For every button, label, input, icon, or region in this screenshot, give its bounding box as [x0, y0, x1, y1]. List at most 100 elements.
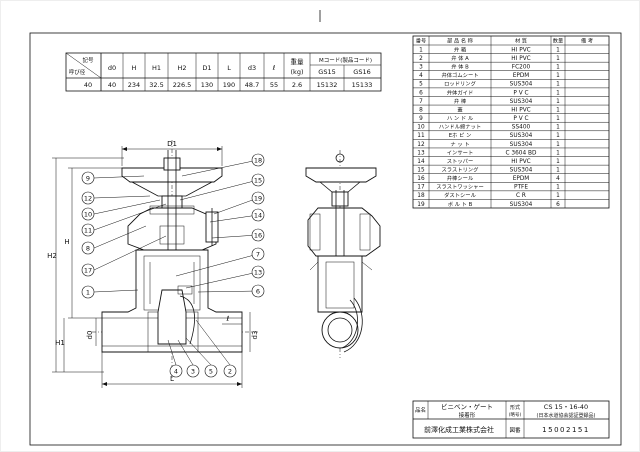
parts-cell-material: EPDM [513, 73, 530, 79]
frame-border [29, 32, 622, 446]
title-type-label: 形式 [510, 404, 520, 411]
parts-cell-qty: 1 [556, 90, 560, 96]
title-name-label: 品名 [415, 406, 426, 414]
parts-cell-material: PTFE [514, 185, 528, 191]
parts-cell-name: ハ ン ド ル [447, 116, 474, 122]
balloon-5: 5 [209, 368, 213, 376]
cell-H1: 32.5 [149, 81, 163, 89]
parts-cell-no: 4 [419, 73, 423, 79]
parts-cell-name: ロッドリング [444, 80, 476, 88]
cell-d0: 40 [108, 81, 116, 89]
cell-L: 190 [223, 81, 235, 89]
parts-cell-qty: 1 [556, 193, 560, 199]
parts-cell-qty: 4 [556, 176, 560, 182]
balloon-13: 13 [254, 269, 262, 277]
balloon-11: 11 [84, 227, 92, 235]
parts-cell-no: 6 [419, 90, 423, 96]
parts-cell-material: SUS304 [510, 99, 533, 105]
balloon-18: 18 [254, 157, 262, 165]
balloon-10: 10 [84, 211, 92, 219]
parts-cell-no: 17 [417, 185, 425, 191]
part-balloons: 9 12 10 11 8 17 1 18 15 19 14 16 7 13 6 … [81, 153, 265, 378]
dim-H2: H2 [47, 252, 57, 260]
title-drawing-no: 15002151 [542, 426, 590, 434]
header-size: 呼び径 [69, 68, 86, 76]
parts-cell-no: 15 [417, 168, 425, 174]
valve-side-view [305, 150, 381, 358]
col-gs16: GS16 [353, 68, 370, 76]
parts-cell-no: 19 [417, 202, 425, 208]
parts-cell-material: HI PVC [511, 47, 530, 53]
balloon-9: 9 [86, 175, 90, 183]
parts-cell-qty: 6 [556, 202, 560, 208]
parts-header-remarks: 備 考 [581, 37, 593, 45]
parts-cell-material: HI PVC [511, 56, 530, 62]
parts-cell-no: 13 [417, 150, 425, 156]
cell-gs15: 15132 [317, 81, 338, 89]
parts-cell-qty: 1 [556, 185, 560, 191]
parts-cell-qty: 1 [556, 73, 560, 79]
parts-cell-no: 2 [419, 56, 423, 62]
cell-d3: 48.7 [245, 81, 259, 89]
parts-cell-name: 弁体ゴムシート [441, 71, 478, 79]
parts-cell-qty: 1 [556, 168, 560, 174]
dim-H: H [64, 238, 69, 246]
parts-cell-name: ナ ッ ト [450, 141, 469, 148]
parts-cell-material: SUS304 [510, 142, 533, 148]
parts-cell-name: 弁 箱 [454, 45, 467, 53]
parts-cell-material: SS400 [512, 125, 531, 131]
side-pipe-port [321, 311, 359, 349]
parts-cell-name: スラストワッシャー [436, 184, 484, 191]
parts-cell-no: 12 [417, 142, 425, 148]
parts-cell-material: SUS304 [510, 133, 533, 139]
balloon-17: 17 [84, 267, 92, 275]
title-type-label-sub: (略号) [509, 411, 522, 418]
parts-header-material: 材 質 [515, 37, 527, 45]
parts-cell-qty: 1 [556, 99, 560, 105]
dimension-lines: D1 H2 H H1 L ℓ d3 d0 [47, 140, 259, 388]
parts-cell-name: 弁 体 B [451, 63, 469, 71]
balloon-12: 12 [84, 195, 92, 203]
cell-D1: 130 [201, 81, 213, 89]
cell-H2: 226.5 [173, 81, 192, 89]
parts-cell-material: C 3604 BD [506, 150, 537, 156]
parts-cell-no: 8 [419, 107, 423, 113]
parts-cell-material: EPDM [513, 176, 530, 182]
title-type-value: CS 15・16-40 [544, 403, 588, 411]
title-type-sub: (日本水道協会認証登録品) [537, 412, 596, 419]
cell-H: 234 [128, 81, 140, 89]
handwheel-shape [121, 167, 223, 183]
parts-cell-qty: 1 [556, 159, 560, 165]
parts-cell-name: インサート [447, 149, 474, 156]
col-H1: H1 [152, 64, 161, 72]
valve-section-view [92, 140, 258, 378]
parts-cell-name: 弁棒シール [447, 174, 474, 182]
balloon-6: 6 [256, 288, 260, 296]
parts-cell-name: 弁体ガイド [447, 88, 474, 96]
balloon-8: 8 [86, 245, 90, 253]
parts-cell-name: ハンドル締ナット [439, 123, 481, 131]
m-code-title: Mコード(製品コード) [319, 56, 372, 64]
parts-cell-no: 11 [417, 133, 425, 139]
parts-cell-no: 5 [419, 82, 423, 88]
parts-cell-qty: 1 [556, 125, 560, 131]
parts-cell-name: 蓋 [457, 105, 463, 113]
balloon-19: 19 [254, 195, 262, 203]
title-product-name: ビニベン・ゲート [441, 402, 493, 411]
col-H: H [132, 64, 137, 72]
balloon-16: 16 [254, 232, 262, 240]
balloon-4: 4 [174, 368, 178, 376]
parts-cell-name: 弁 棒 [454, 97, 467, 105]
parts-cell-qty: 1 [556, 82, 560, 88]
parts-cell-material: P V C [513, 116, 528, 122]
parts-cell-material: C R [516, 193, 526, 199]
col-d0: d0 [108, 64, 116, 72]
dim-l: ℓ [226, 315, 230, 323]
balloon-3: 3 [191, 368, 195, 376]
col-kg: (kg) [291, 68, 304, 76]
balloon-7: 7 [256, 251, 260, 259]
parts-cell-qty: 1 [556, 150, 560, 156]
